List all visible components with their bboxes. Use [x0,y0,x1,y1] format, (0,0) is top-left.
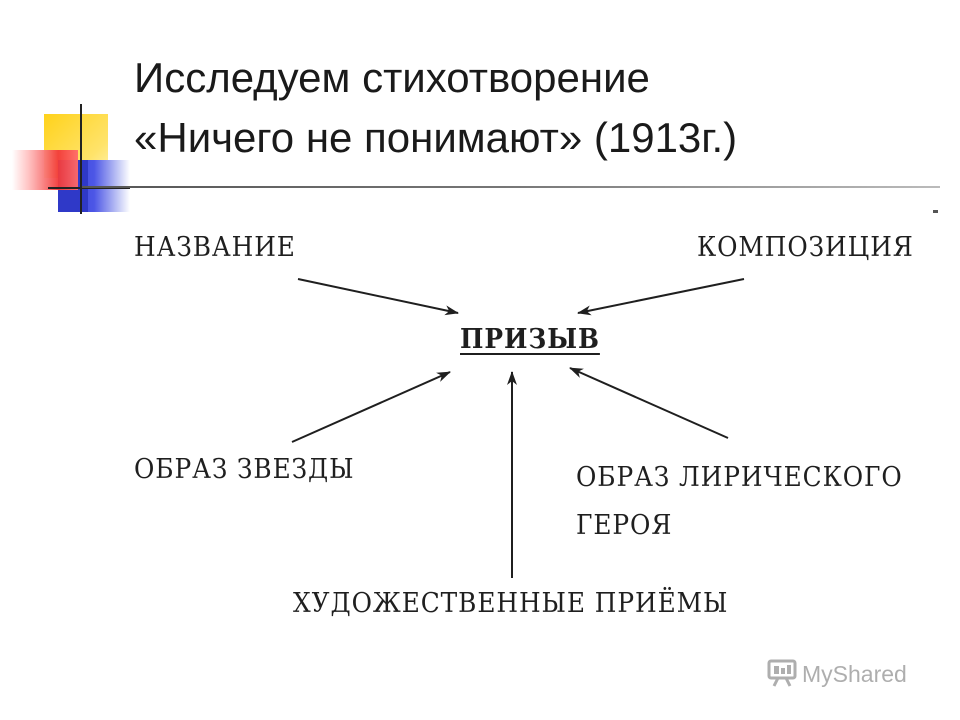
myshared-logo-icon [766,657,798,692]
title-underline-rule [82,186,940,188]
slide-title-line-1: Исследуем стихотворение [134,54,650,101]
watermark-text: MyShared [802,660,907,687]
watermark: MyShared [766,657,907,691]
slide-title-line-2: «Ничего не понимают» (1913г.) [134,114,738,161]
node-star-image: ОБРАЗ ЗВЕЗДЫ [134,454,355,485]
slide-title: Исследуем стихотворение «Ничего не поним… [134,48,934,168]
node-composition: КОМПОЗИЦИЯ [697,232,914,263]
arrow-name-to-center [297,278,459,316]
arrow-hero-to-center [569,367,729,439]
node-lyrical-hero-line-1: ОБРАЗ ЛИРИЧЕСКОГО [576,462,903,493]
node-center-call: ПРИЗЫВ [460,324,600,355]
arrow-composition-to-center [577,278,745,316]
decor-red-square [12,150,78,190]
node-lyrical-hero: ОБРАЗ ЛИРИЧЕСКОГО ГЕРОЯ [576,454,903,550]
decor-dot [933,210,938,213]
node-artistic-techniques: ХУДОЖЕСТВЕННЫЕ ПРИЁМЫ [293,588,729,619]
node-title: НАЗВАНИЕ [134,232,296,263]
decor-horizontal-line [48,187,130,189]
arrow-star-to-center [291,371,451,443]
node-lyrical-hero-line-2: ГЕРОЯ [576,510,673,541]
decor-vertical-line [80,104,82,214]
